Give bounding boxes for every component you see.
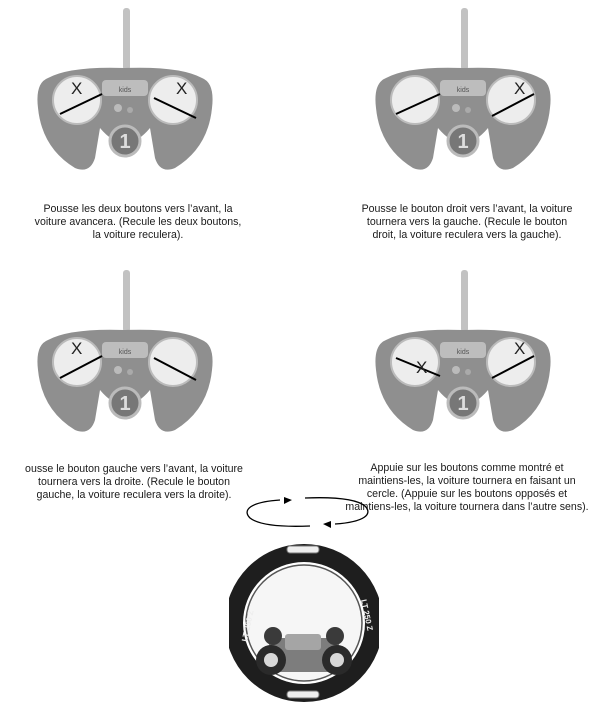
caption-turn-right: ousse le bouton gauche vers l’avant, la … [0, 463, 270, 502]
right-button-mark: X [514, 79, 525, 99]
right-button-mark: X [176, 79, 187, 99]
caption-forward: Pousse les deux boutons vers l’avant, la… [8, 203, 268, 242]
left-button-mark: X [71, 339, 82, 359]
left-button-mark: X [71, 79, 82, 99]
svg-text:1: 1 [457, 393, 468, 415]
svg-text:1: 1 [119, 131, 130, 153]
caption-turn-left: Pousse le bouton droit vers l’avant, la … [336, 203, 598, 242]
button-stroke [148, 338, 208, 388]
button-stroke [392, 76, 452, 126]
right-button-mark: X [514, 339, 525, 359]
svg-text:kids: kids [457, 87, 470, 94]
svg-text:1: 1 [119, 393, 130, 415]
svg-text:1: 1 [457, 131, 468, 153]
svg-text:kids: kids [457, 349, 470, 356]
rotation-arrows-icon [240, 494, 375, 534]
svg-text:kids: kids [119, 349, 132, 356]
toy-car-wheel: LT 250 Z LT 250 Z [229, 538, 379, 704]
svg-text:kids: kids [119, 87, 132, 94]
left-button-mark: X [416, 358, 427, 378]
